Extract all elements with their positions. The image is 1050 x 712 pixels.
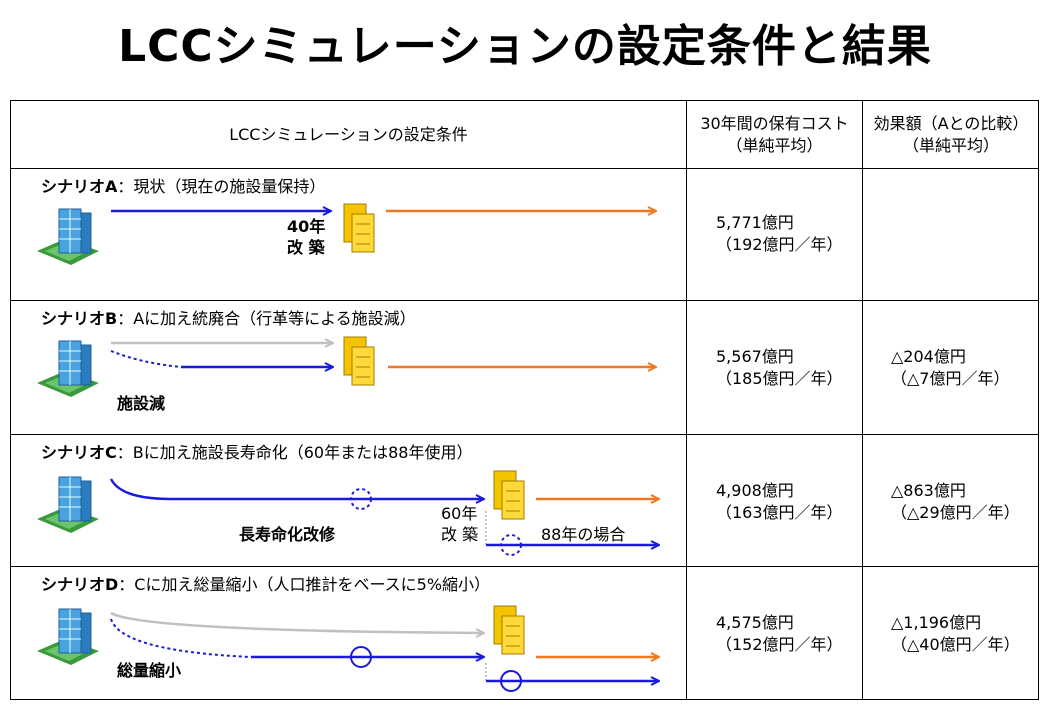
new-building-icon bbox=[493, 470, 525, 520]
scenario-a-rebuild: 改 築 bbox=[287, 238, 325, 257]
scenario-c-name: シナリオC bbox=[41, 443, 117, 462]
rebuild-marker-icon bbox=[500, 534, 522, 556]
office-building-icon bbox=[36, 608, 100, 666]
scenario-b-desc: ：Aに加え統廃合（行革等による施設減） bbox=[117, 309, 416, 328]
effect-total: △1,196億円 bbox=[891, 613, 982, 632]
scenario-d-effect: △1,196億円 （△40億円／年） bbox=[891, 612, 1020, 656]
header-effect-line1: 効果額（Aとの比較） bbox=[873, 114, 1029, 133]
scenario-c-rebuild-year: 60年 bbox=[441, 504, 478, 523]
scenario-a-label: シナリオA：現状（現在の施設量保持） bbox=[41, 173, 325, 197]
cost-total: 5,771億円 bbox=[716, 213, 794, 232]
scenario-b-cost: 5,567億円 （185億円／年） bbox=[716, 346, 843, 390]
column-divider bbox=[686, 101, 687, 699]
new-building-icon bbox=[493, 605, 525, 655]
header-cost-line1: 30年間の保有コスト bbox=[700, 114, 849, 133]
effect-total: △863億円 bbox=[891, 481, 966, 500]
scenario-a-desc: ：現状（現在の施設量保持） bbox=[117, 177, 326, 196]
cost-total: 4,575億円 bbox=[716, 613, 794, 632]
row-divider bbox=[11, 300, 1038, 301]
scenario-b-reduction-label: 施設減 bbox=[117, 394, 166, 413]
rebuild-marker-icon bbox=[350, 488, 372, 510]
row-divider bbox=[11, 566, 1038, 567]
office-building-icon bbox=[36, 340, 100, 398]
scenario-a-rebuild-year: 40年 bbox=[287, 217, 326, 236]
scenario-table: LCCシミュレーションの設定条件 30年間の保有コスト （単純平均） 効果額（A… bbox=[10, 100, 1039, 700]
office-building-icon bbox=[36, 476, 100, 534]
scenario-c-label: シナリオC：Bに加え施設長寿命化（60年または88年使用） bbox=[41, 439, 472, 463]
column-divider bbox=[862, 101, 863, 699]
scenario-d-name: シナリオD bbox=[41, 575, 119, 594]
effect-per-year: （△7億円／年） bbox=[891, 369, 1010, 388]
row-divider bbox=[11, 434, 1038, 435]
header-effect-line2: （単純平均） bbox=[902, 136, 999, 155]
scenario-d-cost: 4,575億円 （152億円／年） bbox=[716, 612, 843, 656]
cost-per-year: （152億円／年） bbox=[716, 635, 843, 654]
scenario-d-desc: ：Cに加え総量縮小（人口推計をベースに5%縮小） bbox=[118, 575, 491, 594]
new-building-icon bbox=[343, 203, 375, 253]
scenario-diagram bbox=[36, 203, 686, 692]
scenario-c-cost: 4,908億円 （163億円／年） bbox=[716, 480, 843, 524]
cost-per-year: （163億円／年） bbox=[716, 503, 843, 522]
rebuild-marker-icon bbox=[350, 646, 372, 668]
office-building-icon bbox=[36, 208, 100, 266]
effect-total: △204億円 bbox=[891, 347, 966, 366]
header-effect: 効果額（Aとの比較） （単純平均） bbox=[863, 113, 1039, 157]
cost-total: 5,567億円 bbox=[716, 347, 794, 366]
row-divider bbox=[11, 168, 1038, 169]
page-title: LCCシミュレーションの設定条件と結果 bbox=[118, 21, 932, 72]
header-cost-line2: （単純平均） bbox=[726, 136, 823, 155]
effect-per-year: （△29億円／年） bbox=[891, 503, 1020, 522]
scenario-d-label: シナリオD：Cに加え総量縮小（人口推計をベースに5%縮小） bbox=[41, 571, 490, 595]
header-conditions: LCCシミュレーションの設定条件 bbox=[229, 125, 468, 144]
cost-per-year: （192億円／年） bbox=[716, 235, 843, 254]
scenario-b-label: シナリオB：Aに加え統廃合（行革等による施設減） bbox=[41, 305, 416, 329]
scenario-c-desc: ：Bに加え施設長寿命化（60年または88年使用） bbox=[116, 443, 473, 462]
scenario-c-88-label: 88年の場合 bbox=[541, 525, 626, 544]
scenario-b-effect: △204億円 （△7億円／年） bbox=[891, 346, 1010, 390]
scenario-b-name: シナリオB bbox=[41, 309, 118, 328]
cost-total: 4,908億円 bbox=[716, 481, 794, 500]
new-building-icon bbox=[343, 336, 375, 386]
scenario-c-rebuild: 改 築 bbox=[441, 525, 479, 544]
rebuild-marker-icon bbox=[500, 670, 522, 692]
scenario-a-cost: 5,771億円 （192億円／年） bbox=[716, 212, 843, 256]
cost-per-year: （185億円／年） bbox=[716, 369, 843, 388]
scenario-d-shrink-label: 総量縮小 bbox=[117, 661, 182, 680]
effect-per-year: （△40億円／年） bbox=[891, 635, 1020, 654]
scenario-c-longevity-label: 長寿命化改修 bbox=[239, 525, 336, 544]
header-cost: 30年間の保有コスト （単純平均） bbox=[687, 113, 862, 157]
scenario-a-name: シナリオA bbox=[41, 177, 118, 196]
scenario-c-effect: △863億円 （△29億円／年） bbox=[891, 480, 1020, 524]
